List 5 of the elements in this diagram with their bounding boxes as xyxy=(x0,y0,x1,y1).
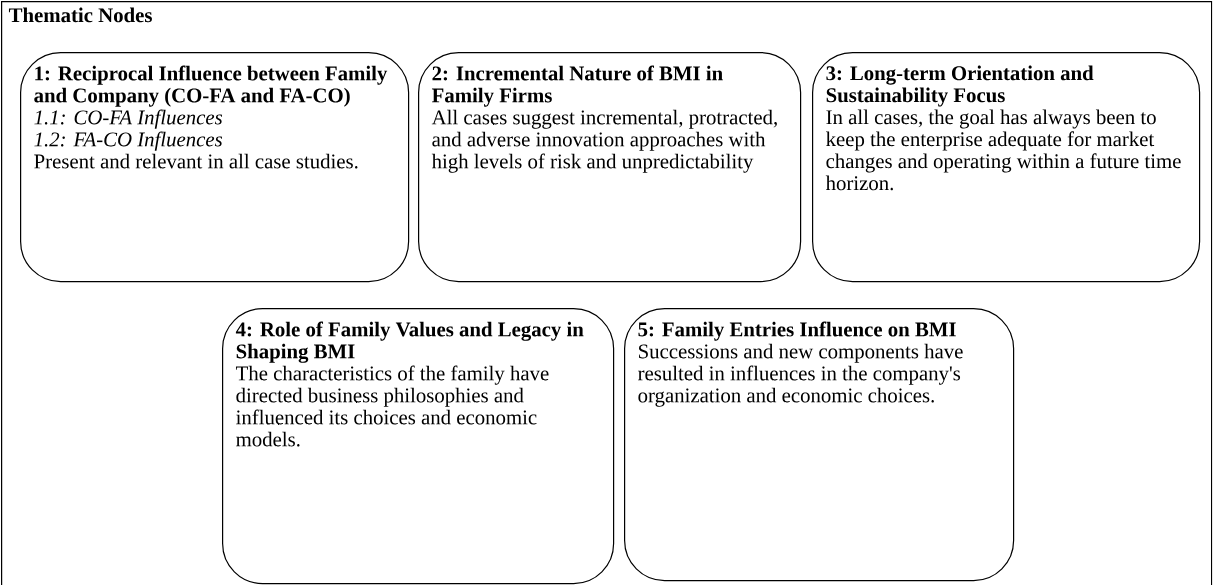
theme-box: 3: Long-term Orientation and Sustainability Focus In all cases, the goal has always been to keep the enterprise adequate for market changes and operating within a future time horizon. xyxy=(812,52,1201,283)
theme-box: 2: Incremental Nature of BMI in Family Firms All cases suggest incremental, protracted, and adverse innovation approaches with high levels of risk and unpredictability xyxy=(418,52,802,283)
theme-box: 4: Role of Family Values and Legacy in Shaping BMI The characteristics of the family have directed business philosophies and influenced its choices and economic models. xyxy=(222,308,615,585)
theme-box: 1: Reciprocal Influence between Family and Company (CO-FA and FA-CO) 1.1: CO-FA Influences 1.2: FA-CO Influences Present and relevant in all case studies. xyxy=(20,52,410,283)
theme-box: 5: Family Entries Influence on BMI Successions and new components have resulted in influences in the company's organization and economic choices. xyxy=(624,308,1015,582)
